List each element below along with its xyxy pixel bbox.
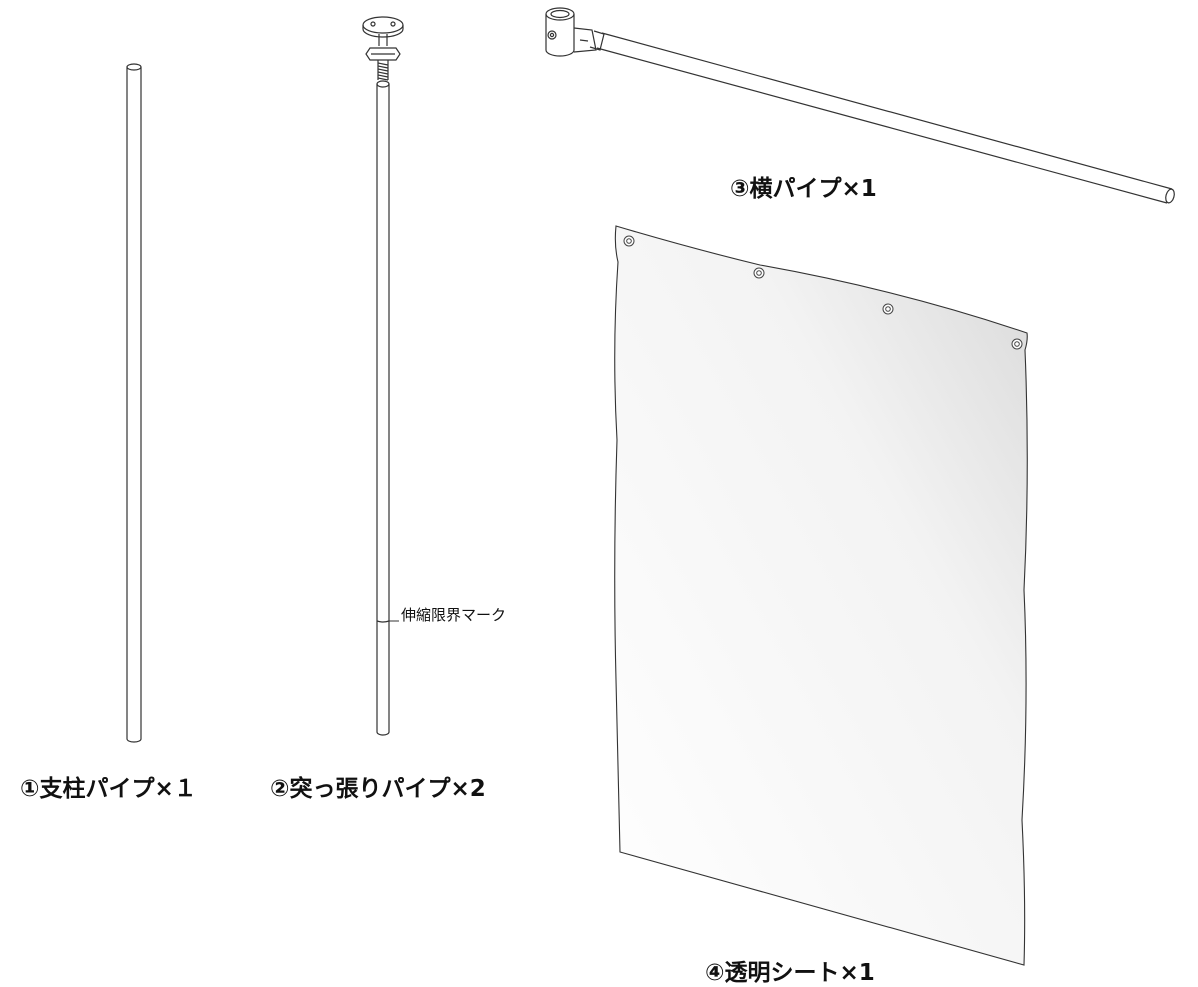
clear-sheet-label: ④透明シート×1 bbox=[705, 960, 875, 986]
support-pipe-label: ①支柱パイプ×１ bbox=[20, 776, 197, 802]
horizontal-pipe-drawing bbox=[545, 7, 1175, 204]
clear-sheet-drawing bbox=[614, 225, 1028, 966]
horizontal-pipe-label: ③横パイプ×1 bbox=[730, 176, 877, 202]
extension-limit-mark-label: 伸縮限界マーク bbox=[401, 606, 507, 624]
tension-pipe-drawing bbox=[362, 16, 404, 736]
tension-pipe-label: ②突っ張りパイプ×2 bbox=[270, 776, 486, 802]
support-pipe-drawing bbox=[126, 63, 142, 743]
